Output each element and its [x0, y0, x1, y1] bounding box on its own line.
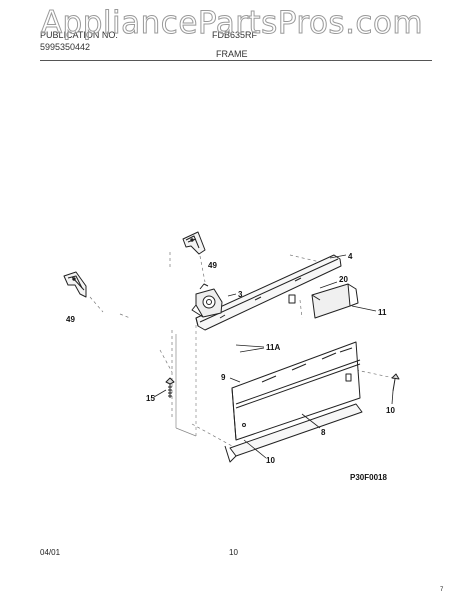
footer-page-number: 10: [229, 548, 238, 557]
publication-label: PUBLICATION NO.: [40, 30, 118, 40]
model-number: FDB635RF: [212, 30, 258, 40]
screw-part: [165, 377, 175, 398]
screw-right-part: [391, 373, 400, 392]
publication-number: 5995350442: [40, 42, 91, 52]
callout-label: 49: [208, 261, 217, 270]
footer-date: 04/01: [40, 548, 61, 557]
callout-label: 3: [238, 290, 243, 299]
header-rule: [40, 60, 432, 61]
mounting-bracket-left-part: [63, 271, 87, 298]
callout-label: 9: [221, 373, 226, 382]
callout-label: 10: [266, 456, 275, 465]
bottom-rail-part: [224, 403, 363, 463]
diagram-code: P30F0018: [350, 473, 387, 482]
kick-panel-part: [231, 341, 361, 441]
callout-label: 15: [146, 394, 155, 403]
frame-rail-part: [195, 254, 342, 331]
callout-label: 10: [386, 406, 395, 415]
callout-label: 49: [66, 315, 75, 324]
callout-label: 20: [339, 275, 348, 284]
mounting-bracket-upper-part: [182, 231, 206, 255]
callout-label: 11A: [266, 343, 280, 352]
cabinet-side-outline: [175, 324, 197, 437]
callout-label: 8: [321, 428, 326, 437]
module-box-part: [311, 283, 359, 319]
footer-corner-mark: 7: [440, 587, 444, 593]
valve-assembly-part: [191, 283, 223, 318]
callout-label: 4: [348, 252, 353, 261]
callout-label: 11: [378, 308, 387, 317]
section-title: FRAME: [216, 49, 248, 59]
